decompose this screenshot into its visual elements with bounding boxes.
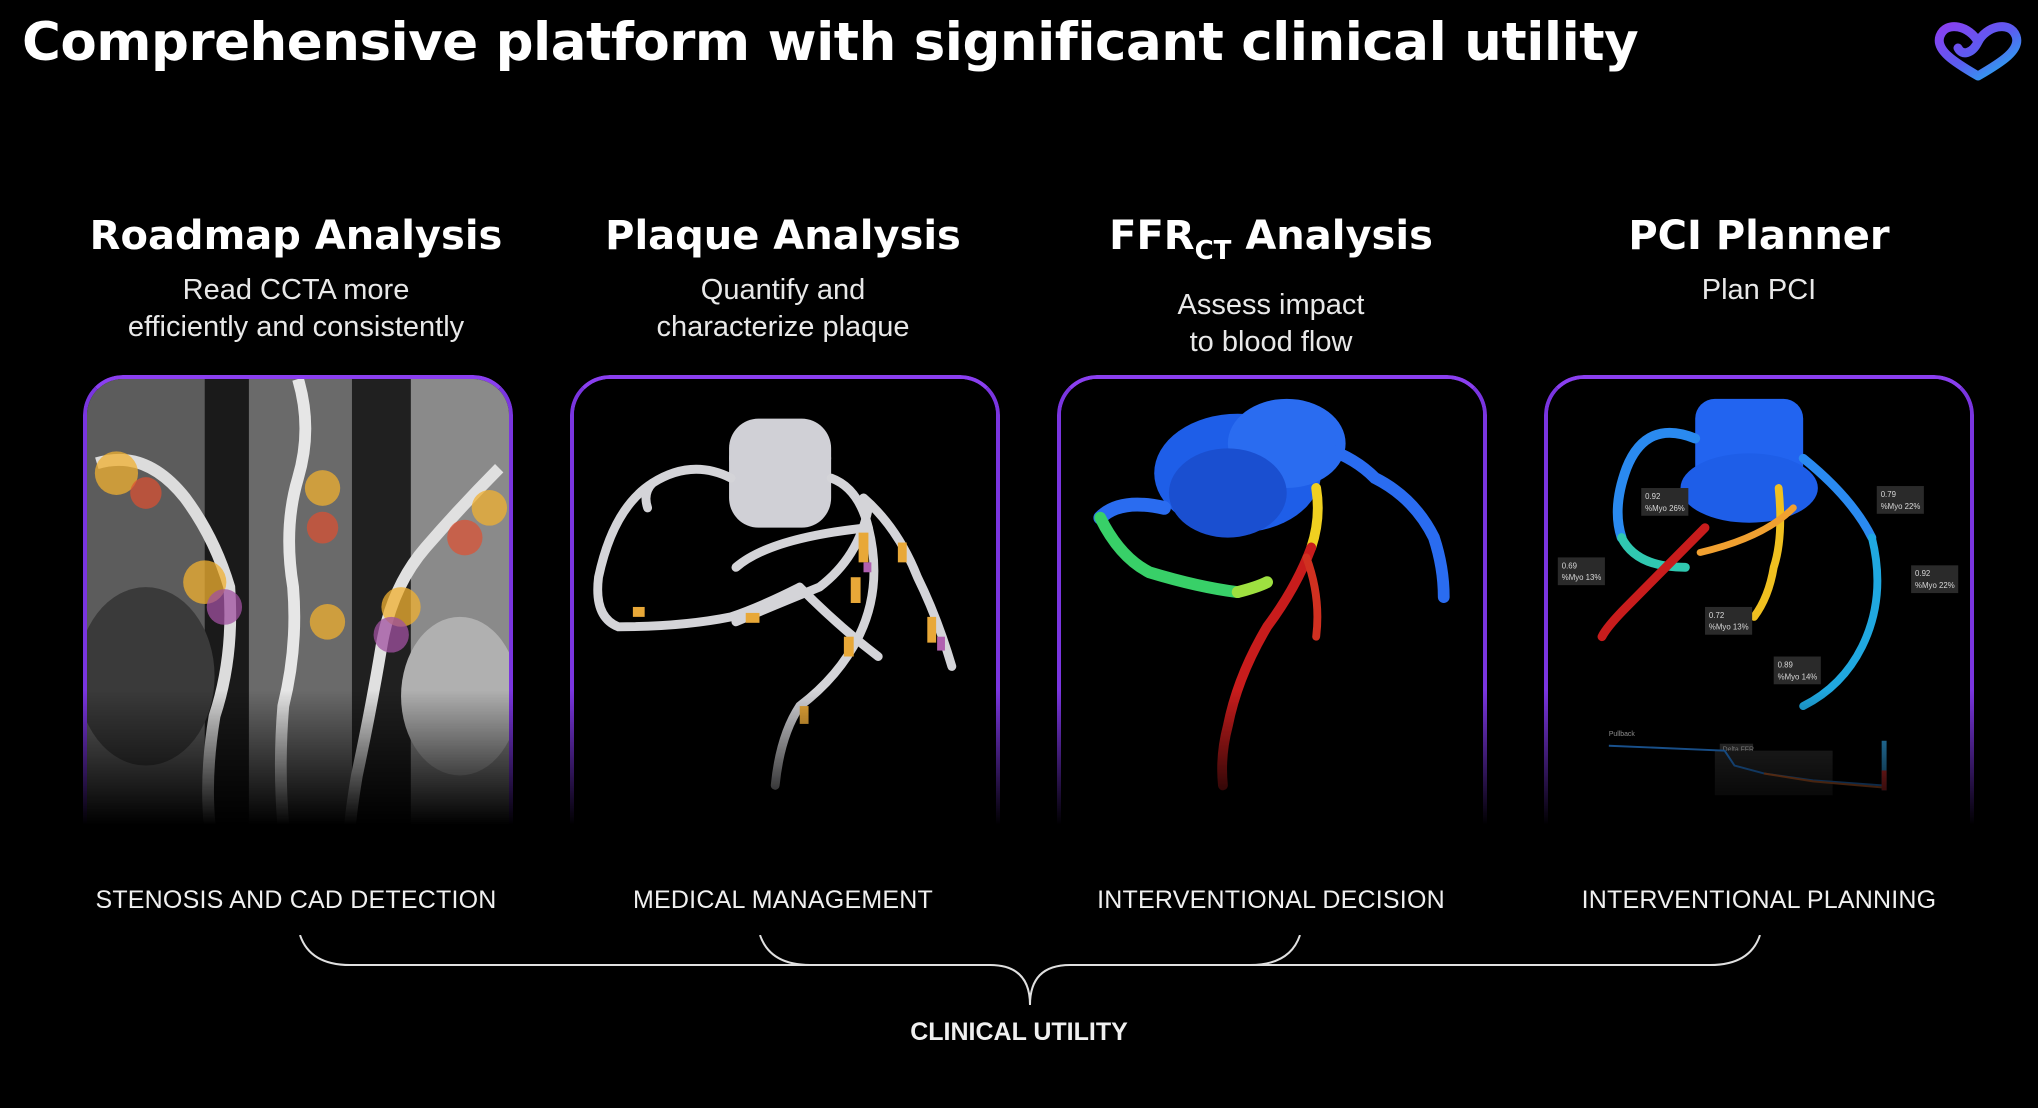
- pci-label-5-myo: %Myo 22%: [1915, 581, 1955, 590]
- infinity-heart-icon: [1934, 22, 2022, 81]
- plaque-heading: Plaque Analysis: [605, 213, 961, 259]
- pci-label-3-myo: %Myo 13%: [1562, 573, 1602, 582]
- slide-title: Comprehensive platform with significant …: [22, 12, 1639, 73]
- plaque-image: [570, 375, 1000, 825]
- clinical-utility-label: CLINICAL UTILITY: [910, 1018, 1128, 1046]
- pci-label-2-value: 0.79: [1881, 490, 1896, 499]
- pci-label-1-myo: %Myo 26%: [1645, 504, 1685, 513]
- pci-label-6-value: 0.89: [1778, 660, 1793, 669]
- ffrct-heading: FFRCT Analysis: [1031, 206, 1511, 281]
- pci-column: PCI Planner Plan PCI: [1519, 206, 1999, 309]
- ffrct-image: [1057, 375, 1487, 825]
- pci-label-5-value: 0.92: [1915, 569, 1930, 578]
- roadmap-subtitle-line1: Read CCTA more: [182, 274, 410, 306]
- ffrct-subtitle: Assess impact to blood flow: [1031, 287, 1511, 361]
- roadmap-subtitle-line2: efficiently and consistently: [127, 311, 465, 343]
- pci-label-4-value: 0.72: [1709, 611, 1724, 620]
- plaque-subtitle-line1: Quantify and: [700, 274, 866, 306]
- utility-brace: [299, 935, 1761, 1006]
- roadmap-heading: Roadmap Analysis: [89, 213, 503, 259]
- ffrct-column: FFRCT Analysis Assess impact to blood fl…: [1031, 206, 1511, 361]
- pci-subtitle-line1: Plan PCI: [1701, 274, 1817, 306]
- pci-subtitle: Plan PCI: [1519, 272, 1999, 309]
- pci-image: 0.92 %Myo 26% 0.79 %Myo 22% 0.69 %Myo 13…: [1544, 375, 1974, 825]
- ffrct-heading-sub: CT: [1194, 236, 1232, 266]
- pci-label-6-myo: %Myo 14%: [1778, 672, 1818, 681]
- pci-heading: PCI Planner: [1628, 213, 1890, 259]
- pci-chart-tag: Delta FFR: [1723, 747, 1754, 754]
- roadmap-image: [83, 375, 513, 825]
- pci-label-3-value: 0.69: [1562, 561, 1577, 570]
- plaque-subtitle-line2: characterize plaque: [656, 311, 910, 343]
- plaque-column: Plaque Analysis Quantify and characteriz…: [543, 206, 1023, 346]
- utility-label-planning: INTERVENTIONAL PLANNING: [1581, 886, 1937, 914]
- ffrct-subtitle-line1: Assess impact: [1177, 289, 1365, 321]
- ffrct-subtitle-line2: to blood flow: [1189, 326, 1353, 358]
- pci-label-4-myo: %Myo 13%: [1709, 623, 1749, 632]
- pci-chart-title: Pullback: [1609, 731, 1635, 738]
- utility-label-decision: INTERVENTIONAL DECISION: [1097, 886, 1445, 914]
- pci-label-1-value: 0.92: [1645, 492, 1660, 501]
- ffrct-heading-main: FFR: [1109, 213, 1195, 259]
- ffrct-heading-rest: Analysis: [1231, 213, 1433, 259]
- pci-label-2-myo: %Myo 22%: [1881, 502, 1921, 511]
- utility-label-stenosis: STENOSIS AND CAD DETECTION: [95, 886, 497, 914]
- plaque-subtitle: Quantify and characterize plaque: [543, 272, 1023, 346]
- utility-label-medical: MEDICAL MANAGEMENT: [633, 886, 933, 914]
- roadmap-column: Roadmap Analysis Read CCTA more efficien…: [56, 206, 536, 346]
- roadmap-subtitle: Read CCTA more efficiently and consisten…: [56, 272, 536, 346]
